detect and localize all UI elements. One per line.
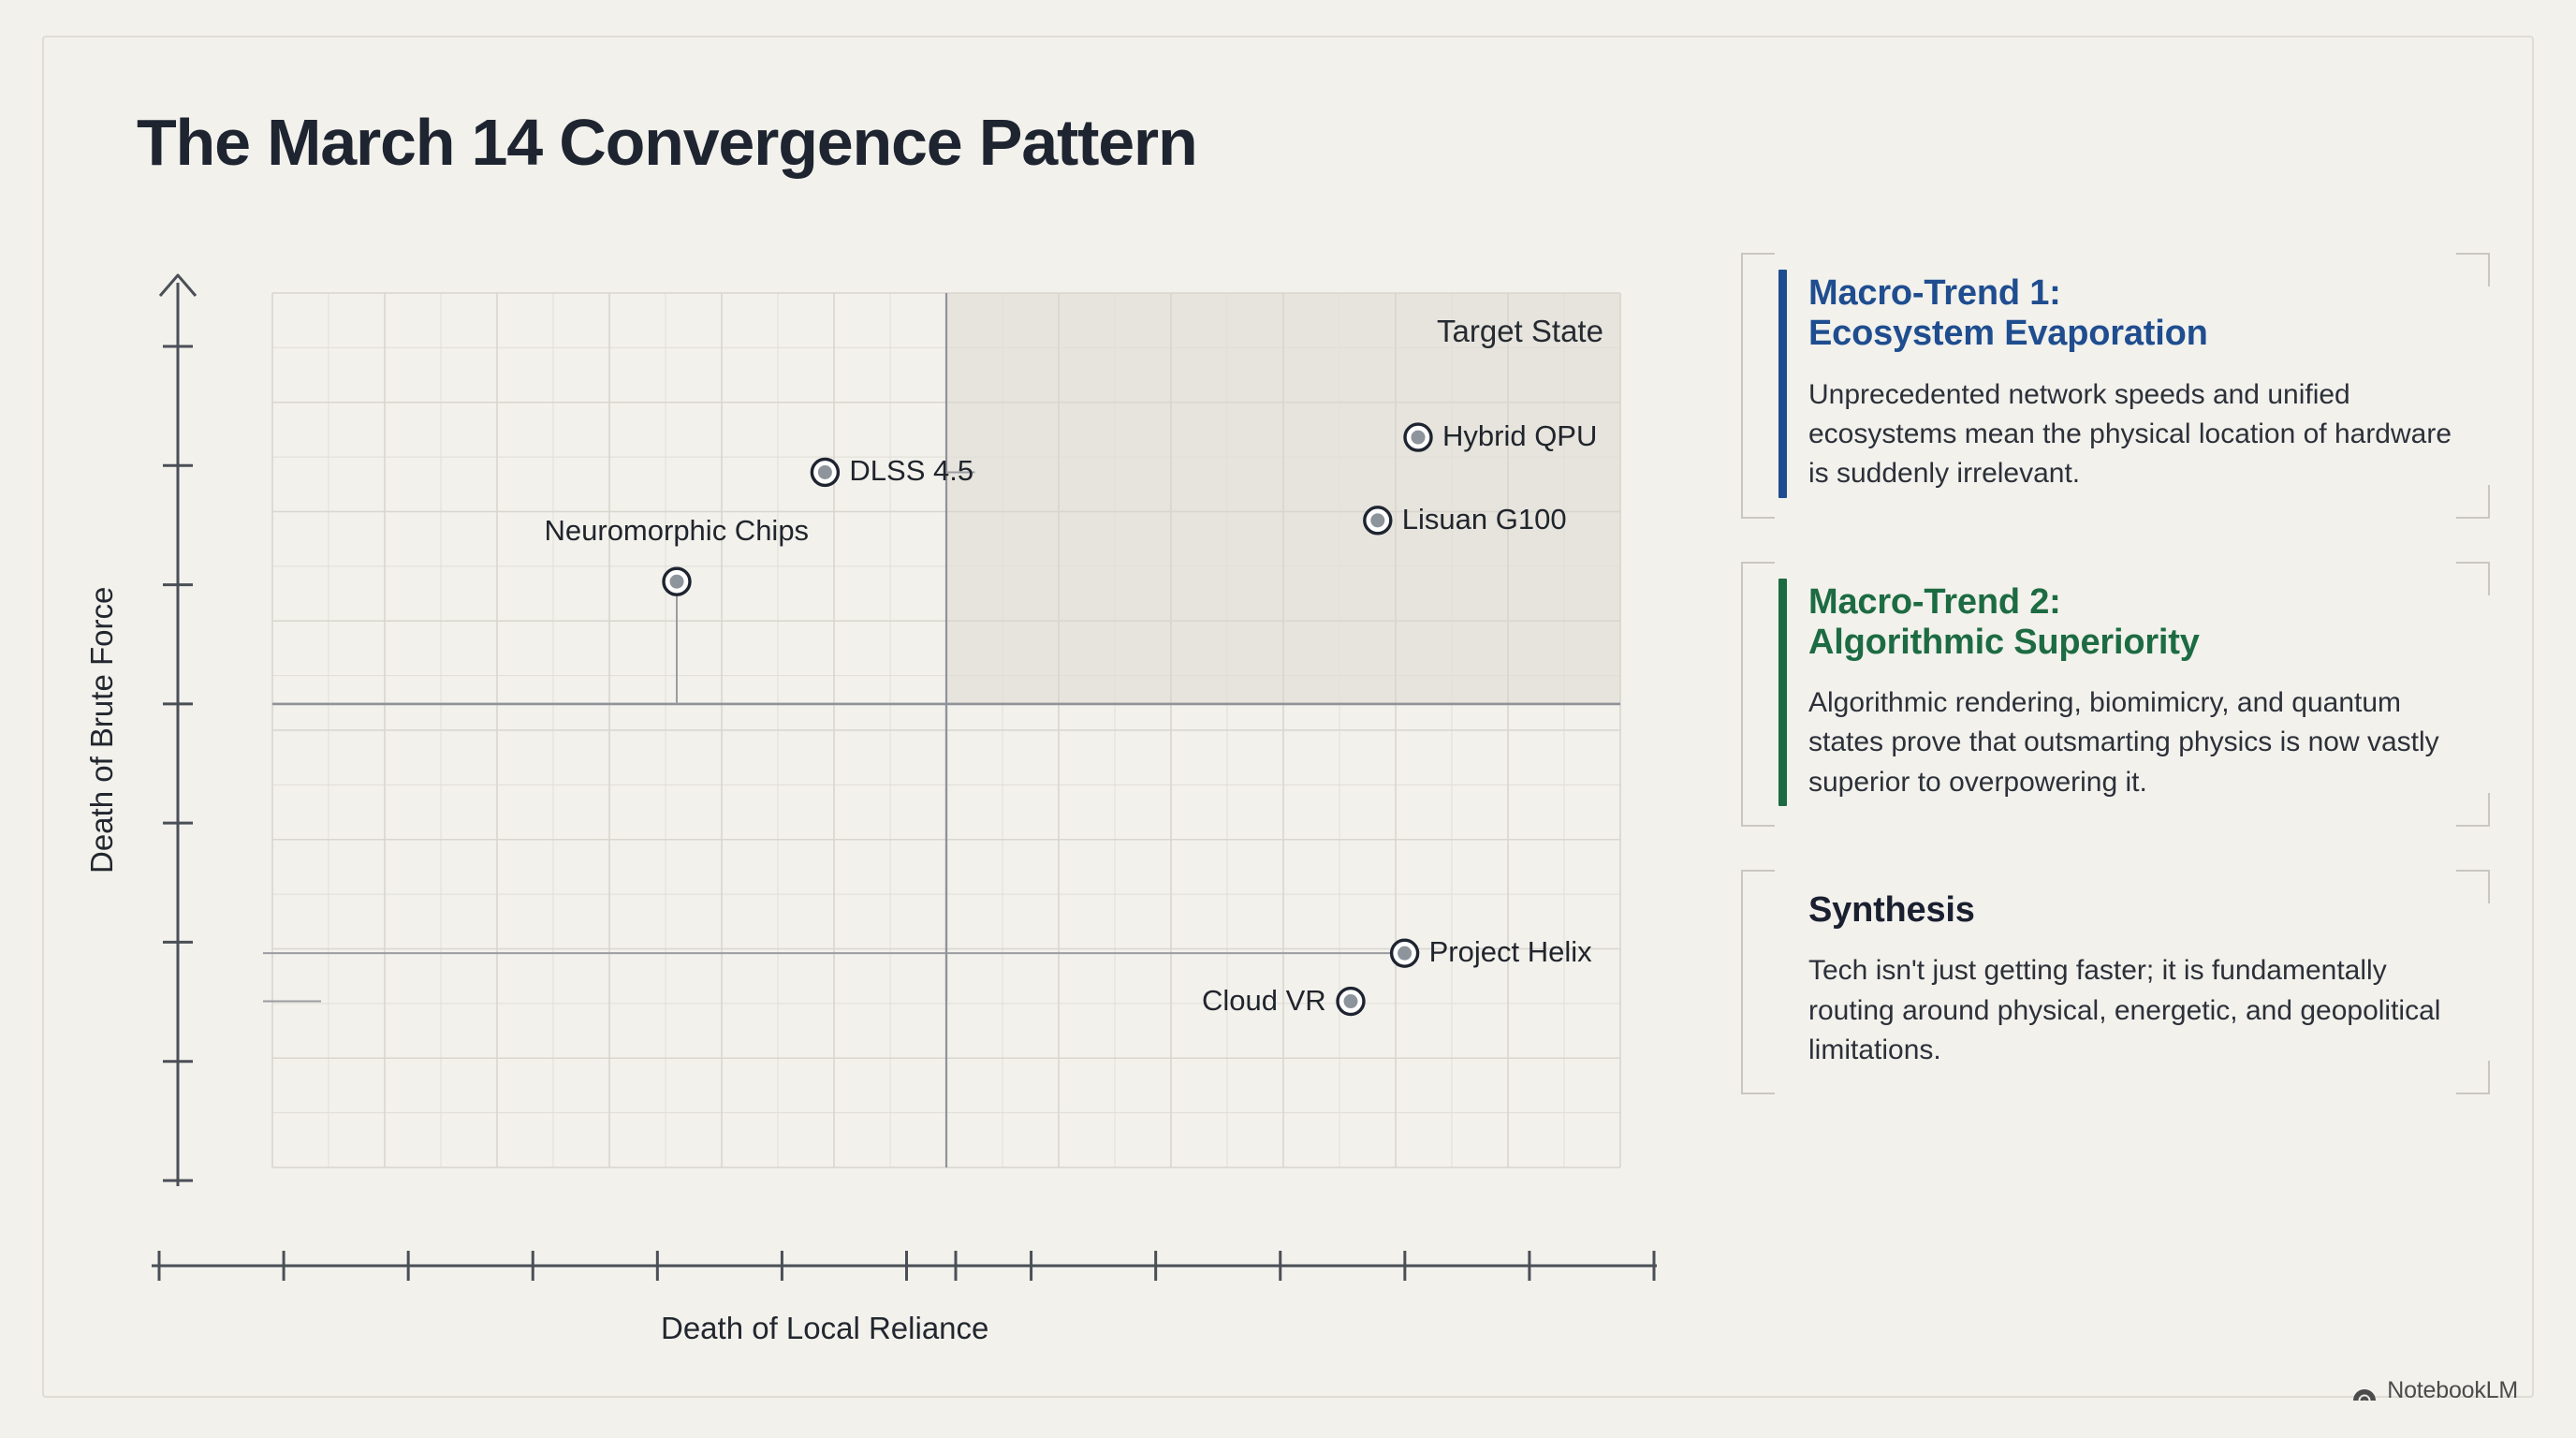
card-accent-bar <box>1778 270 1787 498</box>
point-label: Project Helix <box>1428 935 1592 969</box>
point-label: Neuromorphic Chips <box>544 514 810 548</box>
chart-canvas <box>152 273 1657 1281</box>
card-title: Macro-Trend 1: Ecosystem Evaporation <box>1808 273 2208 354</box>
data-point[interactable] <box>1403 422 1433 452</box>
bracket-corner-bl <box>1741 793 1775 828</box>
card-title: Macro-Trend 2: Algorithmic Superiority <box>1808 581 2200 662</box>
page-title: The March 14 Convergence Pattern <box>137 106 1198 179</box>
bracket-corner-tl <box>1741 253 1775 286</box>
notebooklm-spiral-icon <box>2353 1388 2377 1401</box>
quadrant-label: Target State <box>1437 314 1603 348</box>
bracket-corner-bl <box>1741 484 1775 519</box>
card-body: Tech isn't just getting faster; it is fu… <box>1808 955 2441 1065</box>
bracket-left-edge <box>1741 253 1743 519</box>
point-label: DLSS 4.5 <box>849 454 974 488</box>
scatter-chart: Death of Brute Force Death of Local Reli… <box>84 271 1657 1345</box>
bracket-left-edge <box>1741 870 1743 1095</box>
card-body: Unprecedented network speeds and unified… <box>1808 378 2452 490</box>
point-label: Lisuan G100 <box>1401 502 1567 536</box>
card-title: Synthesis <box>1808 890 1975 931</box>
data-point[interactable] <box>1336 986 1366 1017</box>
bracket-corner-bl <box>1741 1061 1775 1095</box>
card-accent-bar <box>1778 578 1787 807</box>
data-point[interactable] <box>1389 938 1420 968</box>
card-body: Algorithmic rendering, biomimicry, and q… <box>1808 687 2439 798</box>
bracket-corner-tl <box>1741 561 1775 595</box>
x-axis-title: Death of Local Reliance <box>661 1311 989 1345</box>
watermark-label: NotebookLM <box>2387 1377 2518 1403</box>
y-axis-title: Death of Brute Force <box>84 586 119 873</box>
bracket-corner-tl <box>1741 870 1775 904</box>
data-point[interactable] <box>1363 506 1393 536</box>
data-point[interactable] <box>662 566 692 596</box>
point-label: Hybrid QPU <box>1442 419 1598 453</box>
notebooklm-watermark: NotebookLM <box>2351 1377 2518 1404</box>
data-point[interactable] <box>810 457 841 488</box>
bracket-left-edge <box>1741 561 1743 828</box>
point-label: Cloud VR <box>1202 983 1326 1017</box>
